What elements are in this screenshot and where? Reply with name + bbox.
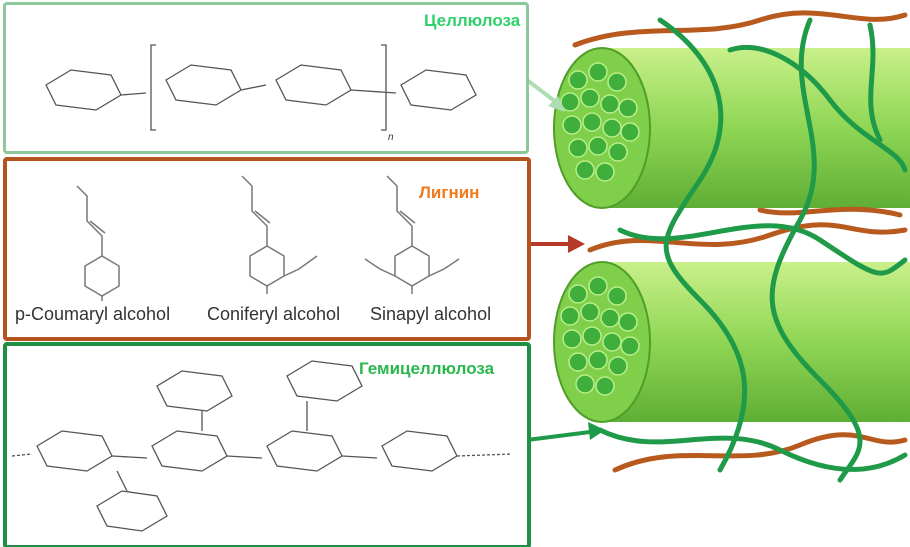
lignin-monomer-structures (76, 175, 460, 301)
cellulose-title: Целлюлоза (424, 11, 521, 30)
sugar-ring (400, 69, 477, 111)
cellulose-panel: Целлюлоза n (3, 2, 529, 154)
sugar-ring (36, 430, 113, 472)
monomer-label: Sinapyl alcohol (370, 304, 492, 324)
sugar-ring (151, 430, 228, 472)
hemicellulose-title: Гемицеллюлоза (359, 359, 495, 378)
cellulose-microfibril-bottom (553, 261, 910, 423)
repeat-subscript: n (388, 132, 394, 143)
cellulose-structure: n (45, 44, 477, 143)
hemicellulose-panel: Гемицеллюлоза (3, 342, 531, 547)
monomer-label: p-Coumaryl alcohol (15, 304, 171, 324)
sugar-ring (45, 69, 122, 111)
lignin-title: Лигнин (419, 183, 480, 202)
sugar-ring (381, 430, 458, 472)
arrows (525, 78, 605, 442)
sugar-ring (266, 430, 343, 472)
sugar-ring (96, 490, 168, 532)
sugar-ring (275, 64, 352, 106)
hemicellulose-structure (11, 360, 513, 532)
lignin-panel: Лигнин p-Coumaryl alcohol Coniferyl alco… (3, 157, 531, 341)
sugar-ring (156, 370, 233, 412)
hemicellulose-strands (597, 17, 908, 483)
sugar-ring (286, 360, 363, 402)
lignin-strands (572, 10, 908, 473)
sugar-ring (165, 64, 242, 106)
monomer-label: Coniferyl alcohol (207, 304, 341, 324)
